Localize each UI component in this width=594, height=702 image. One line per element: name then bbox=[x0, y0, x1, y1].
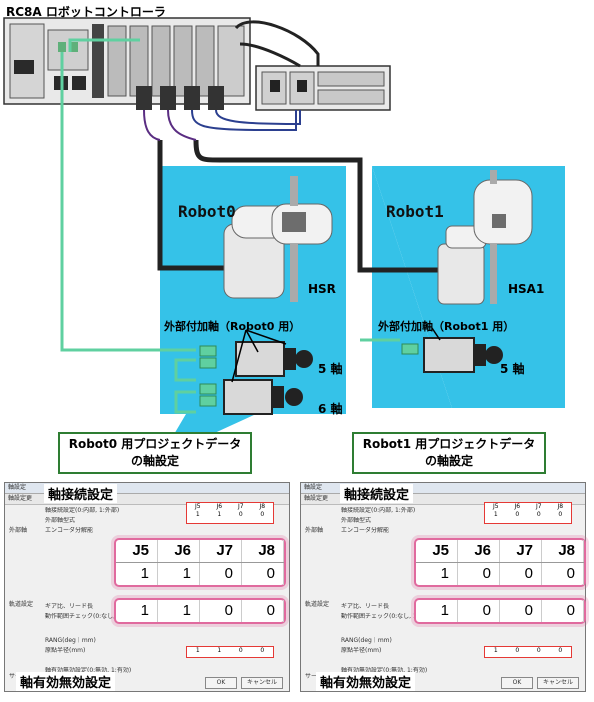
robot0-callout-line1: Robot0 用プロジェクトデータ bbox=[68, 437, 242, 451]
zoom-header-j7: J7 bbox=[200, 540, 242, 562]
robot1-enable-label: 軸有効無効設定 bbox=[316, 672, 416, 691]
row-rang: RANG(deg｜mm) bbox=[341, 637, 392, 644]
row-encoder: エンコーダ分解能 bbox=[341, 527, 390, 534]
robot0-ext-motors bbox=[199, 329, 313, 415]
dialog-caption: 軸設定 bbox=[301, 483, 585, 494]
robot1-connect-label: 軸接続設定 bbox=[340, 484, 414, 503]
robot0-ext-axis-label: 外部付加軸（Robot0 用） bbox=[164, 320, 301, 333]
robot0-callout-line2: の軸設定 bbox=[130, 454, 179, 468]
robot0-axis5: 5 軸 bbox=[318, 362, 343, 376]
row-gear: ギア比、リード長 bbox=[45, 603, 94, 610]
robot1-ext-motor bbox=[401, 327, 503, 373]
dialog-tab[interactable]: 軸設定更 bbox=[8, 495, 33, 502]
ok-button[interactable]: OK bbox=[501, 677, 533, 689]
group-motion: 軌道設定 bbox=[305, 601, 330, 608]
robot0-callout: Robot0 用プロジェクトデータ の軸設定 bbox=[58, 432, 252, 474]
controller-title: RC8A ロボットコントローラ bbox=[6, 5, 166, 19]
amplifier-unit bbox=[255, 65, 391, 111]
robot0-connect-label: 軸接続設定 bbox=[44, 484, 118, 503]
robot1-ext-axis-label: 外部付加軸（Robot1 用） bbox=[378, 320, 515, 333]
zoom-header-j6: J6 bbox=[158, 540, 200, 562]
motor-connectors bbox=[136, 86, 224, 110]
robot1-axis5: 5 軸 bbox=[500, 362, 525, 376]
zoom-header-j8: J8 bbox=[542, 540, 584, 562]
robot1-callout-line1: Robot1 用プロジェクトデータ bbox=[362, 437, 536, 451]
dialog-caption: 軸設定 bbox=[5, 483, 289, 494]
cancel-button[interactable]: キャンセル bbox=[537, 677, 579, 689]
row-range-check: 動作範囲チェック(0:なし, 1:あり) bbox=[341, 613, 434, 620]
row-range-check: 動作範囲チェック(0:なし, 1:あり) bbox=[45, 613, 138, 620]
row-connect: 軸接続設定(0:内部, 1:外部) bbox=[341, 507, 416, 514]
group-ext-axis: 外部軸 bbox=[305, 527, 324, 534]
ok-button[interactable]: OK bbox=[205, 677, 237, 689]
dialog-tab[interactable]: 軸設定更 bbox=[304, 495, 329, 502]
robot1-model: HSA1 bbox=[508, 282, 545, 296]
robot1-callout-line2: の軸設定 bbox=[424, 454, 473, 468]
row-origin: 原點半径(mm) bbox=[45, 647, 86, 654]
zoom-header-j7: J7 bbox=[500, 540, 542, 562]
zoom-header-j8: J8 bbox=[242, 540, 284, 562]
robot0-enable-label: 軸有効無効設定 bbox=[16, 672, 116, 691]
robot0-name: Robot0 bbox=[178, 202, 236, 221]
zoom-header-j6: J6 bbox=[458, 540, 500, 562]
row-origin: 原點半径(mm) bbox=[341, 647, 382, 654]
group-ext-axis: 外部軸 bbox=[9, 527, 28, 534]
row-ext-type: 外部軸型式 bbox=[341, 517, 372, 524]
robot0-arm bbox=[223, 176, 333, 302]
row-rang: RANG(deg｜mm) bbox=[45, 637, 96, 644]
row-gear: ギア比、リード長 bbox=[341, 603, 390, 610]
row-encoder: エンコーダ分解能 bbox=[45, 527, 94, 534]
robot0-model: HSR bbox=[308, 282, 336, 296]
cancel-button[interactable]: キャンセル bbox=[241, 677, 283, 689]
robot1-arm bbox=[437, 170, 533, 305]
row-connect: 軸接続設定(0:内部, 1:外部) bbox=[45, 507, 120, 514]
zoom-header-j5: J5 bbox=[416, 540, 458, 562]
row-enable: 軸有効無効設定(0:無効, 1:有効) bbox=[45, 667, 132, 674]
robot0-axis6: 6 軸 bbox=[318, 402, 343, 416]
robot1-callout: Robot1 用プロジェクトデータ の軸設定 bbox=[352, 432, 546, 474]
row-ext-type: 外部軸型式 bbox=[45, 517, 76, 524]
row-enable: 軸有効無効設定(0:無効, 1:有効) bbox=[341, 667, 428, 674]
robot-controller bbox=[3, 17, 251, 105]
group-motion: 軌道設定 bbox=[9, 601, 34, 608]
robot1-name: Robot1 bbox=[386, 202, 444, 221]
zoom-header-j5: J5 bbox=[116, 540, 158, 562]
